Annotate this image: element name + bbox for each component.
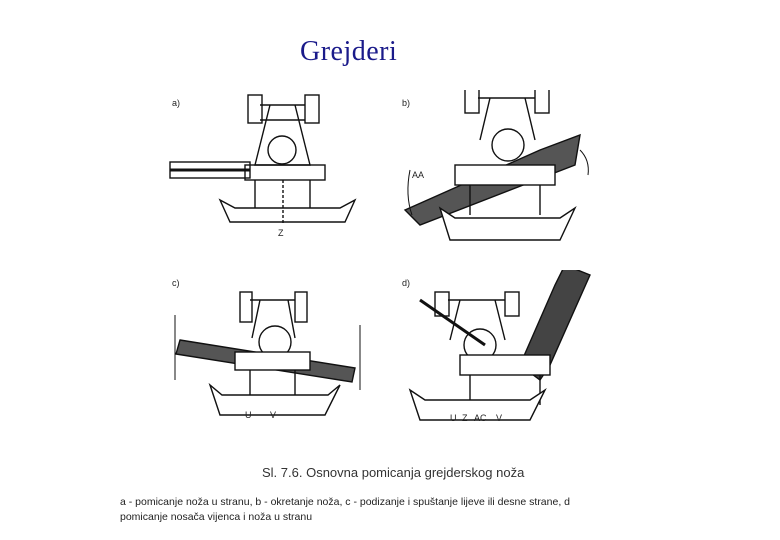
- figure-caption: Sl. 7.6. Osnovna pomicanja grejderskog n…: [262, 465, 525, 480]
- panel-d-label: d): [402, 278, 411, 288]
- grader-diagram-c: [174, 291, 361, 416]
- grader-figure: a) Z b): [150, 84, 620, 450]
- marker-v-c: V: [270, 410, 277, 420]
- panel-a-label: a): [172, 98, 181, 108]
- panel-c: c) U V: [160, 270, 390, 450]
- description-line-1: a - pomicanje noža u stranu, b - okretan…: [120, 496, 571, 508]
- marker-v-d: V: [496, 413, 503, 423]
- panel-b-label: b): [402, 98, 411, 108]
- figure-description: a - pomicanje noža u stranu, b - okretan…: [120, 495, 640, 525]
- marker-aa: AA: [412, 170, 425, 180]
- panel-b: b) AA: [390, 84, 620, 270]
- marker-u-d: U: [450, 413, 457, 423]
- description-line-2: pomicanje nosača vijenca i noža u stranu: [120, 511, 313, 523]
- grader-diagram-b: [403, 84, 589, 241]
- marker-u-c: U: [245, 410, 252, 420]
- grader-diagram-a: [169, 94, 357, 225]
- panel-a: a) Z: [160, 90, 390, 270]
- panel-c-label: c): [172, 278, 180, 288]
- marker-z-d: Z: [462, 413, 468, 423]
- slide-title: Grejderi: [300, 36, 398, 67]
- grader-diagram-d: [408, 264, 591, 421]
- marker-z: Z: [278, 228, 284, 238]
- marker-ac-d: AC: [474, 413, 487, 423]
- panel-d: d) U Z AC V: [390, 264, 620, 450]
